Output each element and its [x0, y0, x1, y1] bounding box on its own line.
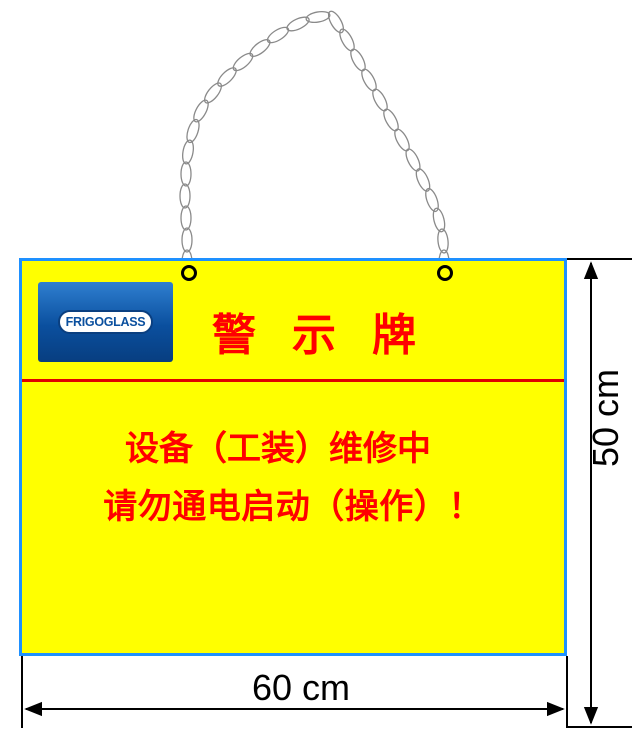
sign-title: 警示牌 [212, 310, 452, 361]
message-line-2: 请勿通电启动（操作）！ [103, 487, 483, 527]
height-dimension-label: 50 cm [585, 368, 626, 468]
right-hanging-hole [437, 265, 453, 281]
title-divider [22, 379, 564, 382]
left-hanging-hole [181, 265, 197, 281]
warning-sign-board: FRIGOGLASS 警示牌 设备（工装）维修中 请勿通电启动（操作）！ [19, 258, 567, 656]
logo-text: FRIGOGLASS [57, 310, 154, 334]
width-dimension-label: 60 cm [252, 667, 351, 708]
frigoglass-logo: FRIGOGLASS [38, 282, 173, 362]
message-line-1: 设备（工装）维修中 [125, 429, 431, 469]
